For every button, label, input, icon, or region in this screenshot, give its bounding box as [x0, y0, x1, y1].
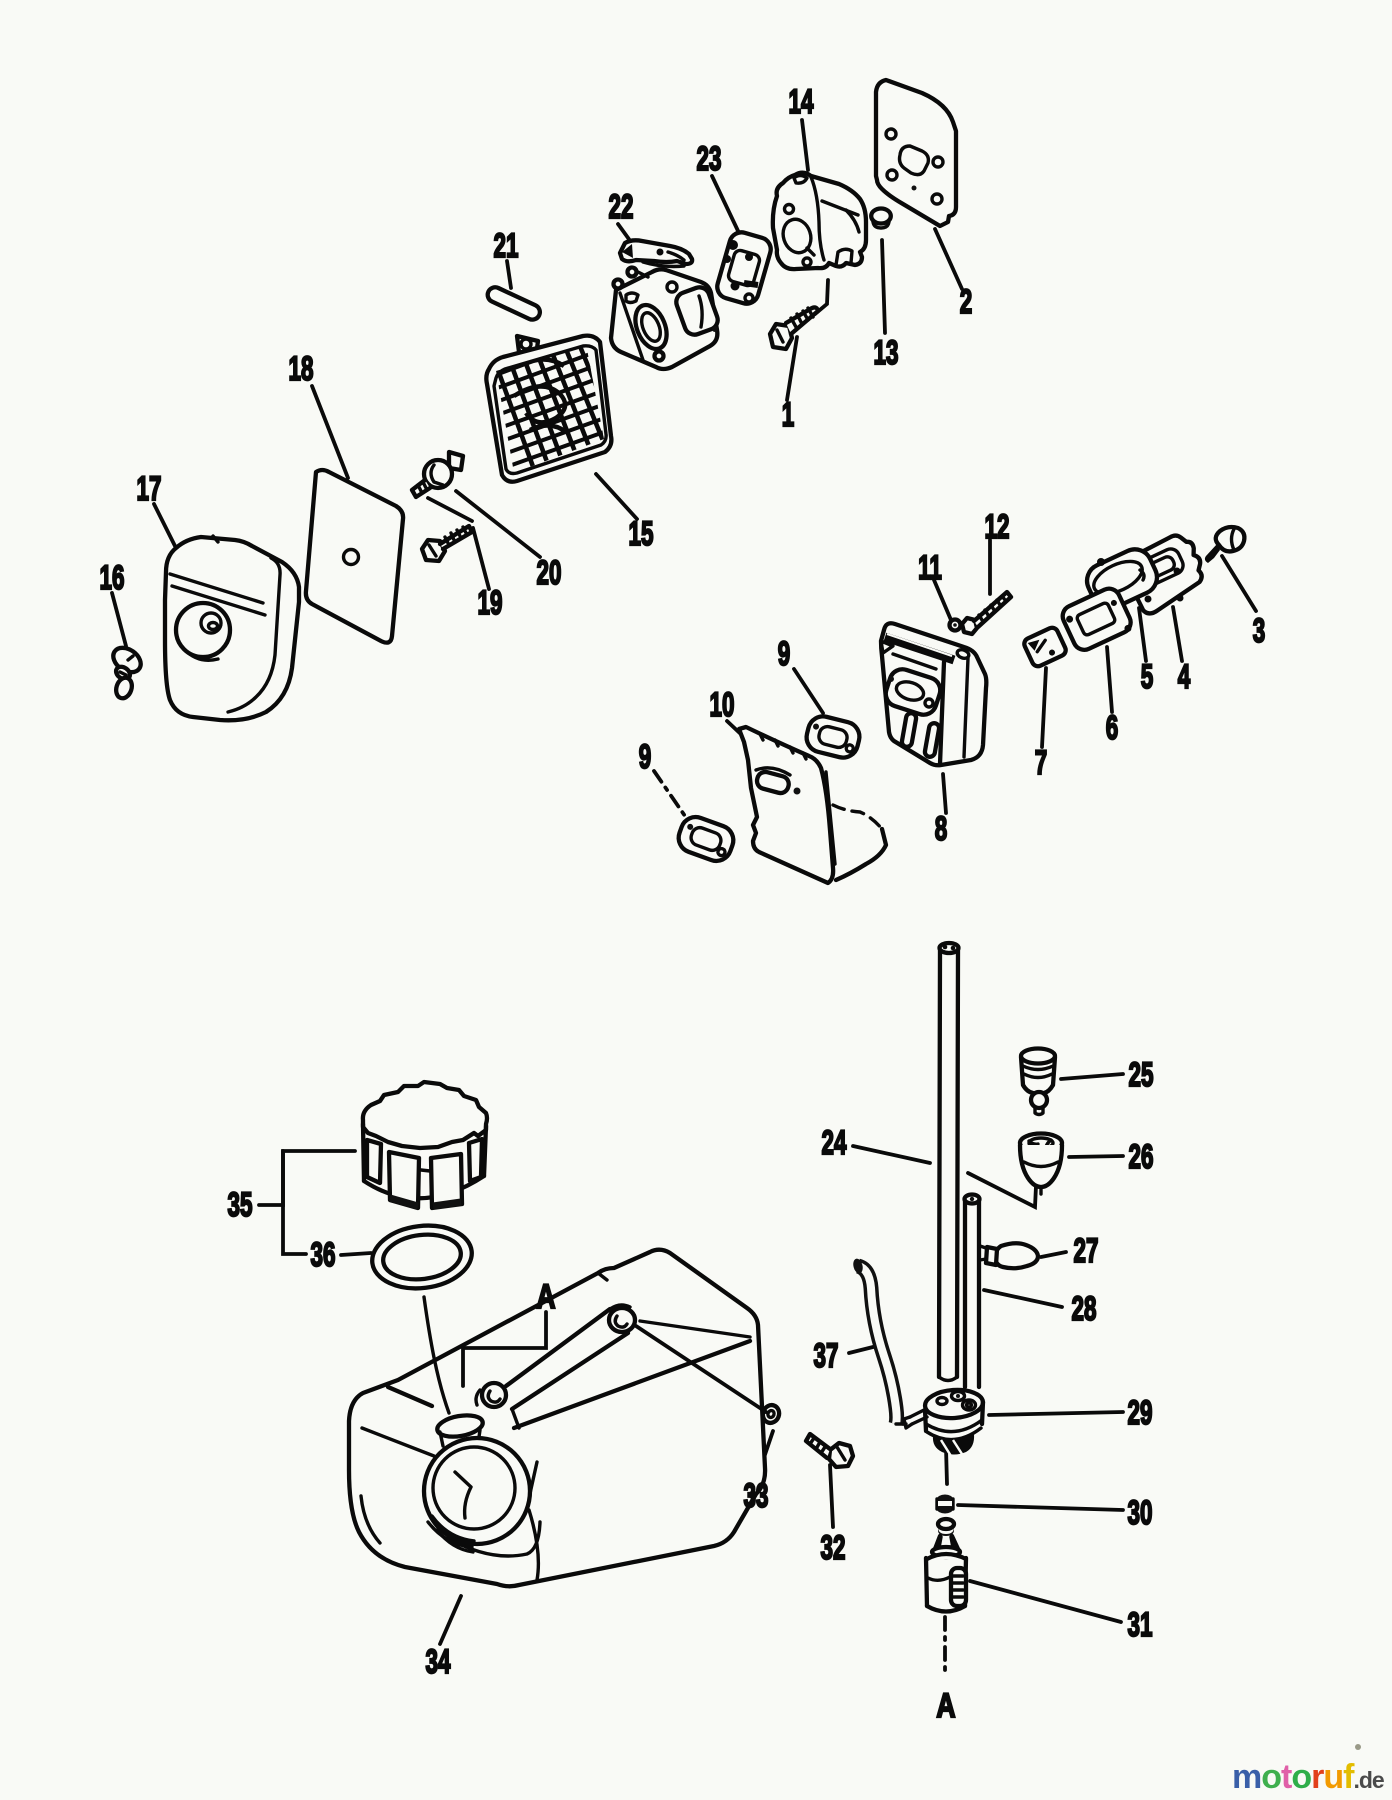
svg-text:21: 21: [494, 227, 519, 265]
svg-text:4: 4: [1178, 658, 1190, 696]
svg-text:9: 9: [778, 635, 790, 673]
svg-text:2: 2: [960, 283, 972, 321]
svg-text:33: 33: [744, 1477, 769, 1515]
svg-text:35: 35: [228, 1186, 253, 1224]
svg-text:20: 20: [537, 554, 562, 592]
svg-text:34: 34: [426, 1643, 451, 1681]
svg-text:30: 30: [1128, 1494, 1153, 1532]
svg-text:27: 27: [1074, 1232, 1099, 1270]
svg-text:12: 12: [985, 508, 1010, 546]
svg-text:25: 25: [1129, 1056, 1154, 1094]
svg-text:motoruf.de: motoruf.de: [1232, 1758, 1384, 1796]
svg-text:36: 36: [311, 1236, 336, 1274]
svg-text:14: 14: [789, 83, 814, 121]
svg-text:15: 15: [629, 515, 654, 553]
svg-text:31: 31: [1128, 1606, 1153, 1644]
svg-text:37: 37: [814, 1337, 839, 1375]
svg-text:13: 13: [874, 334, 899, 372]
svg-text:10: 10: [710, 686, 735, 724]
svg-text:7: 7: [1035, 744, 1047, 782]
svg-text:23: 23: [697, 140, 722, 178]
svg-text:9: 9: [639, 738, 651, 776]
svg-text:6: 6: [1106, 709, 1118, 747]
svg-text:26: 26: [1129, 1138, 1154, 1176]
svg-text:8: 8: [935, 810, 947, 848]
svg-text:11: 11: [918, 549, 942, 587]
svg-text:A: A: [936, 1687, 955, 1725]
svg-text:18: 18: [289, 350, 314, 388]
svg-text:A: A: [536, 1278, 555, 1316]
svg-text:29: 29: [1128, 1394, 1153, 1432]
svg-text:32: 32: [821, 1529, 846, 1567]
svg-text:22: 22: [609, 188, 634, 226]
svg-text:5: 5: [1141, 658, 1153, 696]
svg-text:16: 16: [100, 559, 125, 597]
svg-text:1: 1: [782, 396, 794, 434]
svg-text:3: 3: [1253, 612, 1265, 650]
svg-text:28: 28: [1072, 1290, 1097, 1328]
svg-text:17: 17: [137, 470, 162, 508]
svg-text:19: 19: [478, 584, 503, 622]
svg-text:24: 24: [822, 1124, 847, 1162]
